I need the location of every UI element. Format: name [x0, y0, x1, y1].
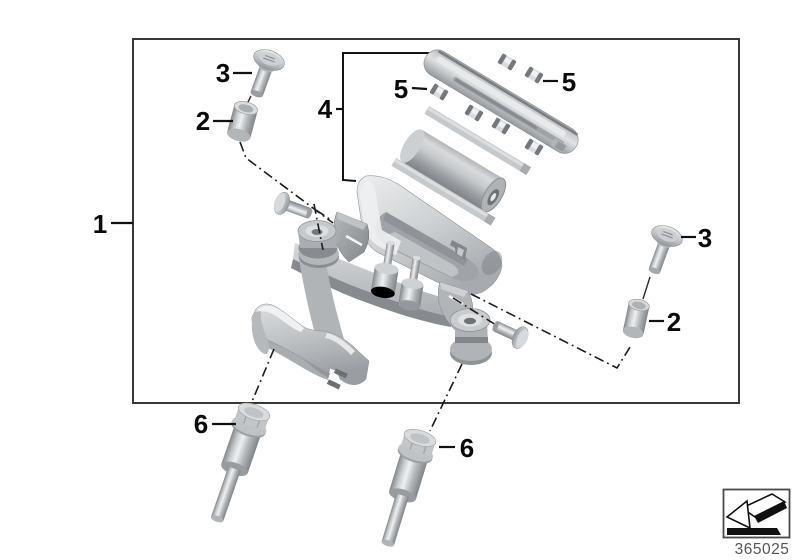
- screw-axis-right: [452, 297, 497, 326]
- callout-2-right[interactable]: 2: [667, 307, 681, 337]
- rubber-strip-upper: [424, 106, 532, 176]
- axis-connector-right: [642, 276, 651, 300]
- back-arrow-icon: [725, 493, 787, 535]
- clip-1: [497, 53, 517, 71]
- callout-2-left[interactable]: 2: [196, 106, 210, 136]
- clip-2: [524, 66, 544, 84]
- callout-6-left[interactable]: 6: [194, 409, 208, 439]
- clip-5: [491, 117, 511, 135]
- mounting-axis-left: [239, 141, 334, 224]
- mounting-bracket: [251, 191, 529, 390]
- housing-tray: [356, 175, 503, 295]
- spacer-sleeve-top-left: [227, 101, 259, 142]
- torx-screw-right: [648, 225, 683, 275]
- grommet-axis-left: [313, 203, 324, 251]
- bracket-web: [298, 253, 344, 339]
- clip-4: [464, 104, 484, 122]
- callout-5-left[interactable]: 5: [394, 74, 408, 104]
- grommet-left: [297, 220, 339, 268]
- callout-5-right[interactable]: 5: [562, 67, 576, 97]
- callout-4-bracket-line: [342, 52, 433, 182]
- mounting-axis-right: [470, 293, 633, 370]
- nav-thumbnail[interactable]: [722, 488, 791, 539]
- torx-screw-top-left: [250, 49, 285, 98]
- screw-axis-left: [315, 209, 332, 221]
- callout-3-right[interactable]: 3: [698, 223, 712, 253]
- spacer-sleeve-right: [622, 298, 650, 339]
- stud-rear: [398, 255, 424, 311]
- part-code: 365025: [735, 541, 790, 558]
- clip-6: [524, 138, 544, 156]
- callout-leaders: [111, 71, 696, 449]
- clip-group: [429, 53, 544, 156]
- sleeve-bolt-left: [210, 402, 271, 523]
- pan-screw-right: [492, 321, 529, 349]
- stud-front: [370, 240, 399, 299]
- callout-5a-leader: [411, 86, 428, 91]
- bolt-axis-right: [429, 363, 463, 432]
- clamp-rail: [251, 303, 370, 390]
- cover-panel: [423, 49, 579, 154]
- clip-3: [429, 83, 449, 101]
- callout-4[interactable]: 4: [318, 94, 333, 124]
- callout-1[interactable]: 1: [93, 209, 107, 239]
- sleeve-bolt-right: [381, 429, 437, 547]
- pan-screw-left: [273, 191, 313, 219]
- callout-3-left[interactable]: 3: [216, 58, 230, 88]
- grommet-right: [449, 308, 492, 365]
- assembly-frame-border: [132, 38, 740, 404]
- callout-6-right[interactable]: 6: [460, 433, 474, 463]
- roller-cylinder: [400, 129, 507, 213]
- callout-labels: 1 3 2 4 5 5 3 2 6 6: [93, 58, 712, 463]
- bolt-axis-left: [250, 348, 275, 405]
- rubber-strip-lower: [391, 158, 496, 226]
